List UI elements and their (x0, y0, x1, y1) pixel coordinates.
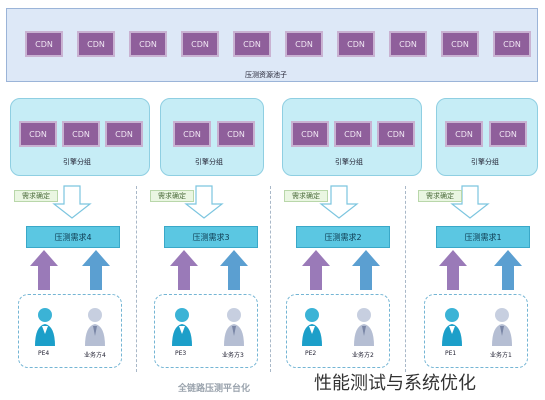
down-arrow-icon (450, 185, 490, 219)
load-test-request-box: 压测需求4 (26, 226, 120, 248)
pe-person-icon (172, 308, 192, 346)
group-cdn-node: CDN (445, 121, 483, 147)
requirement-confirmed-note: 需求确定 (14, 190, 58, 202)
down-arrow-icon (319, 185, 359, 219)
up-arrow-icon (220, 250, 248, 290)
engine-group-4: CDN CDN CDN 引擎分组 (10, 98, 150, 176)
pool-cdn-node: CDN (129, 31, 167, 57)
pool-cdn-node: CDN (389, 31, 427, 57)
user-group (286, 294, 390, 368)
requirement-confirmed-note: 需求确定 (150, 190, 194, 202)
group-cdn-node: CDN (291, 121, 329, 147)
pe-label: PE3 (175, 350, 187, 357)
watermark-text: 性能测试与系统优化 (314, 373, 476, 394)
user-group (18, 294, 122, 368)
business-person-icon (492, 308, 512, 346)
pe-label: PE1 (445, 350, 457, 357)
pool-cdn-node: CDN (285, 31, 323, 57)
load-test-request-box: 压测需求1 (436, 226, 530, 248)
pool-cdn-node: CDN (25, 31, 63, 57)
engine-group-1: CDN CDN 引擎分组 (436, 98, 538, 176)
business-label: 业务方2 (352, 352, 374, 359)
up-arrow-icon (82, 250, 110, 290)
user-group (424, 294, 528, 368)
group-cdn-node: CDN (377, 121, 415, 147)
up-arrow-icon (302, 250, 330, 290)
business-person-icon (354, 308, 374, 346)
pe-person-icon (35, 308, 55, 346)
down-arrow-icon (184, 185, 224, 219)
column-divider (136, 186, 137, 372)
pool-label: 压测资源池子 (245, 71, 287, 79)
business-person-icon (224, 308, 244, 346)
up-arrow-icon (352, 250, 380, 290)
up-arrow-icon (494, 250, 522, 290)
group-label: 引擎分组 (63, 158, 91, 166)
group-cdn-node: CDN (19, 121, 57, 147)
pe-label: PE4 (38, 350, 50, 357)
group-cdn-node: CDN (173, 121, 211, 147)
up-arrow-icon (439, 250, 467, 290)
resource-pool: CDN CDN CDN CDN CDN CDN CDN CDN CDN CDN … (6, 8, 538, 82)
pool-cdn-node: CDN (77, 31, 115, 57)
group-cdn-node: CDN (105, 121, 143, 147)
load-test-request-box: 压测需求3 (164, 226, 258, 248)
business-label: 业务方4 (84, 352, 106, 359)
up-arrow-icon (170, 250, 198, 290)
engine-group-3: CDN CDN 引擎分组 (160, 98, 264, 176)
pe-label: PE2 (305, 350, 317, 357)
pool-cdn-node: CDN (337, 31, 375, 57)
group-label: 引擎分组 (195, 158, 223, 166)
up-arrow-icon (30, 250, 58, 290)
group-label: 引擎分组 (471, 158, 499, 166)
engine-group-2: CDN CDN CDN 引擎分组 (282, 98, 422, 176)
load-test-request-box: 压测需求2 (296, 226, 390, 248)
group-cdn-node: CDN (489, 121, 527, 147)
business-label: 业务方1 (490, 352, 512, 359)
pe-person-icon (442, 308, 462, 346)
requirement-confirmed-note: 需求确定 (284, 190, 328, 202)
column-divider (270, 186, 271, 372)
down-arrow-icon (52, 185, 92, 219)
group-cdn-node: CDN (334, 121, 372, 147)
requirement-confirmed-note: 需求确定 (418, 190, 462, 202)
user-group (154, 294, 258, 368)
pool-cdn-node: CDN (441, 31, 479, 57)
pool-cdn-node: CDN (493, 31, 531, 57)
diagram-caption: 全链路压测平台化 (178, 384, 251, 394)
group-cdn-node: CDN (217, 121, 255, 147)
business-label: 业务方3 (222, 352, 244, 359)
business-person-icon (85, 308, 105, 346)
group-label: 引擎分组 (335, 158, 363, 166)
pool-cdn-node: CDN (181, 31, 219, 57)
column-divider (405, 186, 406, 372)
pe-person-icon (302, 308, 322, 346)
pool-cdn-node: CDN (233, 31, 271, 57)
group-cdn-node: CDN (62, 121, 100, 147)
